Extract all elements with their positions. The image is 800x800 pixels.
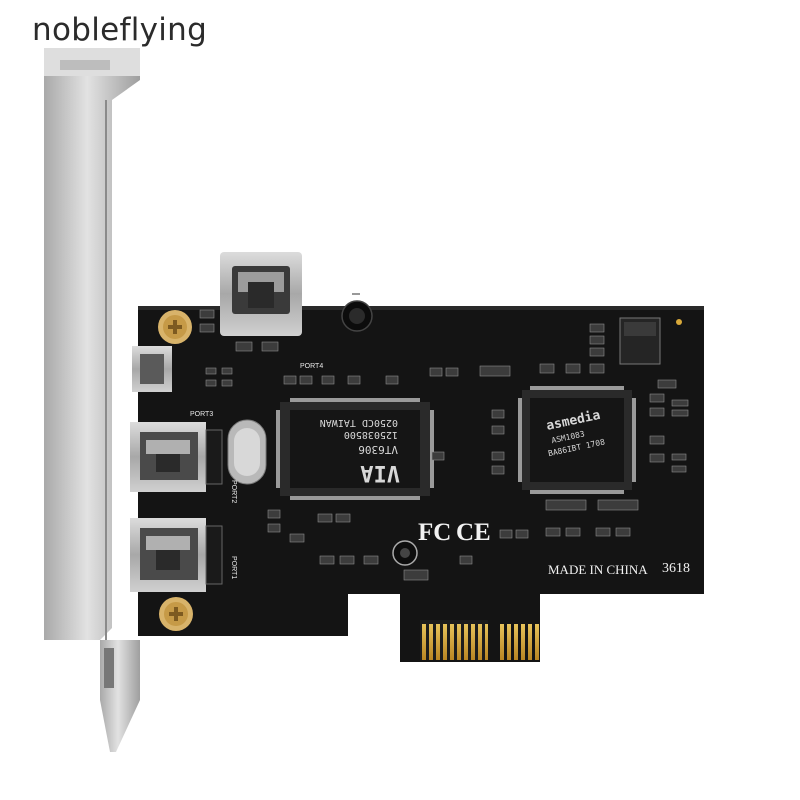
via-lot: 125038500 (344, 429, 398, 440)
watermark-text: nobleflying (32, 12, 208, 48)
fcc-mark: FC (418, 519, 451, 546)
date-code: 3618 (662, 561, 690, 576)
pci-bracket (44, 48, 140, 752)
via-controller-chip: VIA VT6306 125038500 0250CD TAIWAN (276, 398, 434, 500)
made-in-china: MADE IN CHINA (548, 562, 648, 577)
pcie-gold-fingers (420, 620, 539, 660)
port3-label: PORT3 (190, 411, 213, 418)
port4-label: PORT4 (300, 363, 323, 370)
firewire-port-upper (130, 422, 223, 492)
screw-bottom (159, 597, 193, 631)
small-capacitor (392, 540, 418, 566)
asmedia-bridge-chip: asmedia ASM1083 BA86IBT 1708 (518, 386, 636, 494)
port1-label: PORT1 (230, 556, 237, 579)
port2-label: PORT2 (230, 480, 237, 503)
capacitor (341, 293, 373, 332)
firewire-4pin-port (132, 346, 172, 392)
fiducial (676, 319, 682, 325)
firewire-port-top (220, 252, 302, 336)
firewire-port-lower (130, 518, 223, 592)
crystal-oscillator (227, 419, 267, 485)
via-batch: 0250CD TAIWAN (320, 417, 398, 428)
smd-components (199, 309, 689, 581)
ce-mark: CE (456, 519, 491, 546)
via-logo: VIA (360, 460, 400, 485)
screw-top (158, 310, 192, 344)
voltage-regulator (619, 317, 661, 365)
via-model: VT6306 (358, 443, 398, 456)
